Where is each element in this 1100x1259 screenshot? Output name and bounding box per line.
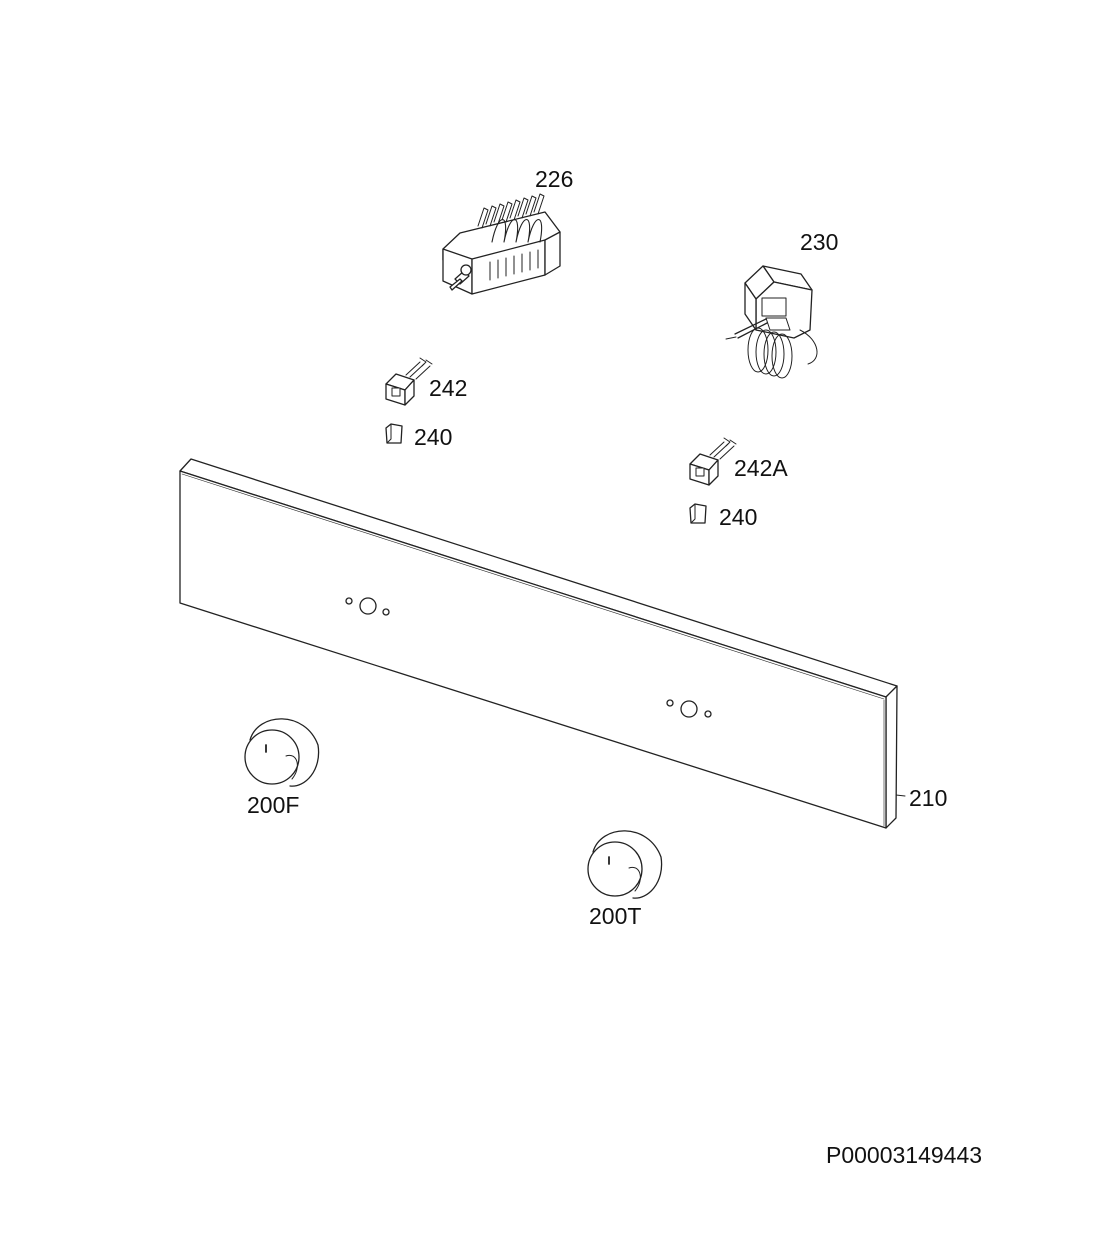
label-panel: 210 bbox=[909, 785, 948, 811]
lamp-cap-240-right bbox=[689, 503, 707, 524]
label-lamp-b: 242A bbox=[734, 455, 788, 481]
panel-hole-left bbox=[359, 597, 377, 615]
signal-lamp-242A bbox=[689, 437, 737, 486]
drawing-number: P00003149443 bbox=[826, 1142, 983, 1168]
thermostat bbox=[725, 265, 818, 379]
label-knob-temperature: 200T bbox=[589, 903, 642, 929]
control-panel bbox=[179, 458, 898, 829]
lamp-cap-240-left bbox=[385, 423, 403, 444]
label-switch: 226 bbox=[535, 166, 574, 192]
panel-hole-right bbox=[680, 700, 698, 718]
panel-pin-hole bbox=[666, 699, 674, 707]
panel-pin-hole bbox=[704, 710, 712, 718]
label-lamp-a: 242 bbox=[429, 375, 468, 401]
panel-pin-hole bbox=[382, 608, 390, 616]
label-cap-b: 240 bbox=[719, 504, 758, 530]
signal-lamp-242 bbox=[385, 357, 433, 406]
knob-temperature bbox=[587, 830, 663, 899]
label-thermostat: 230 bbox=[800, 229, 839, 255]
label-cap-a: 240 bbox=[414, 424, 453, 450]
label-knob-function: 200F bbox=[247, 792, 300, 818]
function-switch bbox=[442, 193, 561, 295]
panel-pin-hole bbox=[345, 597, 353, 605]
knob-function bbox=[244, 718, 320, 787]
